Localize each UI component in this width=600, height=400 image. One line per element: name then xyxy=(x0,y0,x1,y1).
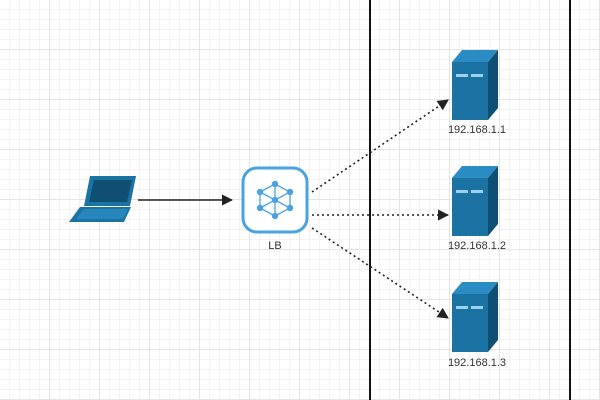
network-hub-icon[interactable] xyxy=(241,166,309,234)
server-icon[interactable] xyxy=(452,282,498,352)
server-icon[interactable] xyxy=(452,166,498,236)
edge-lb-to-server-1 xyxy=(311,99,449,193)
laptop-icon[interactable] xyxy=(69,176,136,222)
lb-label: LB xyxy=(268,240,282,252)
edge-lb-to-server-3 xyxy=(311,227,449,319)
server-label-1: 192.168.1.1 xyxy=(447,124,507,136)
server-label-3: 192.168.1.3 xyxy=(447,357,507,369)
server-icon[interactable] xyxy=(452,50,498,120)
server-label-2: 192.168.1.2 xyxy=(447,240,507,252)
